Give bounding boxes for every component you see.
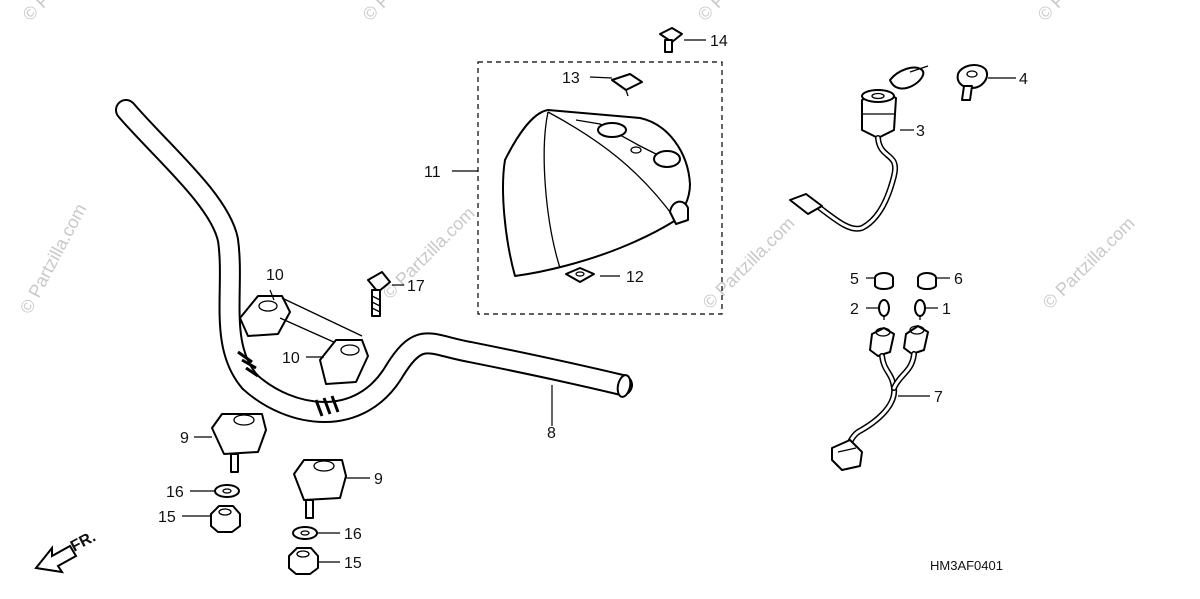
callout-14: 14 (710, 33, 728, 50)
clip-13 (611, 73, 643, 91)
callout-2: 2 (850, 301, 859, 318)
bulb-2 (878, 299, 890, 320)
watermark-top-2: © Partzilla.com (359, 0, 459, 25)
bolt-17 (367, 271, 391, 317)
screw-14 (659, 27, 683, 53)
socket-harness (831, 325, 929, 471)
callout-8: 8 (547, 425, 556, 442)
cap-5 (874, 272, 894, 290)
callout-9-right: 9 (374, 471, 383, 488)
cover-assembly-box (477, 61, 723, 315)
bulb-1 (914, 299, 926, 320)
callout-15-right: 15 (344, 555, 362, 572)
callout-4: 4 (1019, 71, 1028, 88)
clip-nut-12 (565, 267, 595, 283)
ignition-key (956, 64, 988, 101)
handlebar (115, 99, 633, 423)
watermark-right: © Partzilla.com (1039, 213, 1139, 313)
knurl-right (314, 395, 340, 417)
callout-1: 1 (942, 301, 951, 318)
watermark-top-4: © Partzilla.com (1034, 0, 1134, 25)
callout-17: 17 (407, 278, 425, 295)
callout-10-lower: 10 (282, 350, 300, 367)
lower-holder-left (211, 413, 267, 473)
washer-16-left (214, 484, 240, 498)
callout-9-left: 9 (180, 430, 189, 447)
callout-6: 6 (954, 271, 963, 288)
handlebar-cover (502, 109, 691, 277)
leader-lines (182, 39, 1016, 563)
callout-16-left: 16 (166, 484, 184, 501)
watermark-mid: © Partzilla.com (379, 203, 479, 303)
watermark-left: © Partzilla.com (16, 200, 91, 316)
ignition-switch (789, 65, 929, 232)
knurl-left (237, 350, 259, 378)
callout-5: 5 (850, 271, 859, 288)
callout-12: 12 (626, 269, 644, 286)
upper-holder-right (319, 339, 369, 385)
cap-6 (917, 272, 937, 290)
diagram-code: HM3AF0401 (930, 558, 1003, 573)
callout-10-upper: 10 (266, 267, 284, 284)
callout-16-right: 16 (344, 526, 362, 543)
watermark-top-1: © Partzilla.com (19, 0, 119, 25)
washer-16-right (292, 526, 318, 540)
upper-holder-left (239, 295, 363, 353)
lower-holder-right (293, 459, 347, 519)
callout-3: 3 (916, 123, 925, 140)
callout-11: 11 (424, 164, 441, 181)
nut-15-right (288, 547, 319, 575)
callout-15-left: 15 (158, 509, 176, 526)
watermark-top-3: © Partzilla.com (694, 0, 794, 25)
front-arrow: FR. (34, 528, 99, 574)
nut-15-left (210, 505, 241, 533)
callout-7: 7 (934, 389, 943, 406)
watermark-center: © Partzilla.com (699, 213, 799, 313)
callout-13: 13 (562, 70, 580, 87)
